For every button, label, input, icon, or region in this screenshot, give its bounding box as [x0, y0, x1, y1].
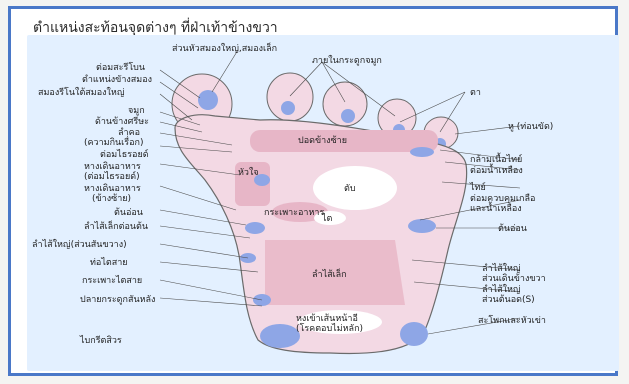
label-shoulder: ไทย์ — [470, 183, 486, 193]
label-kidney: ไต — [322, 214, 332, 224]
label-ureter: ท่อไตสาย — [90, 258, 128, 268]
zone-eye — [410, 147, 434, 157]
label-neck: ลำคอ — [118, 128, 140, 138]
label-pituitary: ต่อมสะรีโบน — [96, 63, 145, 73]
label-small-intestine: ลำไส้เล็ก — [312, 270, 347, 280]
label-bladder: กระเพาะไตสาย — [82, 276, 142, 286]
label-digestive-2-note: (ข้างซ้าย) — [92, 194, 131, 204]
label-eye: ตา — [470, 88, 481, 98]
label-colon-2: ลำไส้ใหญ่ — [482, 285, 521, 295]
zone-sciatic-right — [400, 322, 428, 346]
label-coccyx: ปลายกระดูกสันหลัง — [80, 295, 155, 305]
label-brain-side: ตำแหน่งขัางสมอง — [82, 75, 152, 85]
label-colon-2-note: ส่วนต้นอด(S) — [482, 295, 535, 305]
label-digestive-1: หางเดินอาหาร — [84, 162, 141, 172]
zone-spleen — [408, 219, 436, 233]
zone-sciatic-left — [260, 324, 300, 348]
label-pancreas: ต้นอ่อน — [114, 208, 143, 218]
label-brain: ส่วนหัวสมองใหญ่,สมองเล็ก — [172, 44, 277, 54]
label-head-side: ด้านข้างศรีษะ — [95, 117, 149, 127]
label-transverse-colon: ลำไส้ใหญ่(ส่วนสันขวาง) — [32, 240, 127, 250]
label-heel-1: หงเข้าเส้นหน้าอี — [296, 314, 358, 324]
label-gallbladder: ต้นอ่อน — [498, 224, 527, 234]
label-heart: หัวใจ — [238, 168, 259, 178]
label-stomach: กระเพาะอาหาร — [264, 208, 324, 218]
toe-zone-brain — [198, 90, 218, 110]
label-heel-2: (โรคตอบไม่หลัก) — [296, 324, 363, 334]
label-thyroid: ต่อมไธรอยด์ — [100, 150, 149, 160]
zone-colon-left — [245, 222, 265, 234]
label-digestive-2: หางเดินอาหาร — [84, 184, 141, 194]
label-ascending-colon-note: ส่วนเดินข้างขวา — [482, 274, 546, 284]
label-hip-knee: สะโพกและหัวเข่า — [478, 316, 546, 326]
label-cerebrum: สมองรีโนใต้สมองใหญ่ — [38, 88, 125, 98]
label-lymph: ต่อมน้ำเหลือง — [470, 166, 523, 176]
label-ear: หู (ท่อนขัด) — [508, 122, 553, 132]
label-adrenal: ต่อมควบคุมเกลือ — [470, 194, 535, 204]
label-shoulder-muscle: กล้ามเนื้อไทย์ — [470, 155, 522, 165]
label-ascending-colon: ลำไส้ใหญ่ — [482, 264, 521, 274]
label-sciatic: ไบกรีตสิวร — [80, 336, 122, 346]
label-neck-note: (ความกินเรื่อก) — [84, 138, 143, 148]
toe-zone-3 — [341, 109, 355, 123]
label-lung: ปอดข้างซ้าย — [298, 136, 347, 146]
label-adrenal-note: และน้ำเหลือง — [470, 204, 522, 214]
toe-zone-2 — [281, 101, 295, 115]
label-liver: ตับ — [344, 184, 356, 194]
label-digestive-1-note: (ต่อมไธรอยด์) — [84, 172, 140, 182]
label-nasal: ภายในกระดูกจมูก — [312, 56, 382, 66]
label-duodenum: ลำไส้เล็กต่อนต้น — [84, 222, 148, 232]
label-nose: จมูก — [128, 106, 145, 116]
